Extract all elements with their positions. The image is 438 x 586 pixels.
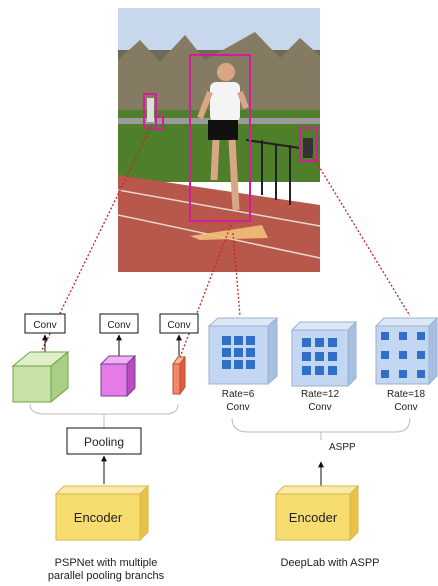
aspp-grid-rate6 xyxy=(222,336,255,369)
runner-figure xyxy=(197,63,249,211)
aspp-conv-label-2: Conv xyxy=(308,402,331,413)
aspp-rate-label-1: Rate=6 xyxy=(222,389,255,400)
psp-conv-box-3 xyxy=(159,313,199,334)
aspp-conv-label-3: Conv xyxy=(394,402,417,413)
psp-encoder-block xyxy=(54,484,150,542)
link-to-aspp-rate6 xyxy=(232,232,241,317)
psp-feature-cube-3 xyxy=(172,355,186,396)
deeplab-caption-line: DeepLab with ASPP xyxy=(280,557,380,569)
psp-conv-box-1 xyxy=(24,313,66,334)
psp-conv-box-2 xyxy=(99,313,139,334)
psp-caption: PSPNet with multiple parallel pooling br… xyxy=(24,557,188,583)
aspp-label: ASPP xyxy=(329,442,356,453)
deeplab-encoder-block xyxy=(274,484,360,542)
link-to-aspp-rate18 xyxy=(311,154,411,317)
deeplab-caption: DeepLab with ASPP xyxy=(250,557,410,570)
psp-merge-bracket xyxy=(29,403,179,415)
aspp-conv-label-1: Conv xyxy=(226,402,249,413)
aspp-merge-bracket xyxy=(231,417,411,433)
photo-lane-line xyxy=(117,189,321,227)
psp-feature-cube-2 xyxy=(99,354,137,398)
aspp-rate-label-2: Rate=12 xyxy=(301,389,340,400)
psp-pooling-label: Pooling xyxy=(84,435,124,449)
runner-photo xyxy=(117,8,321,272)
pspnet-branch: Conv Conv Conv Poolin xyxy=(11,313,199,542)
psp-pooling-box xyxy=(66,427,142,455)
deeplab-branch: Rate=6 Conv Rate=12 Conv Rate=18 Conv AS… xyxy=(207,316,438,542)
psp-conv-label-3: Conv xyxy=(167,320,190,331)
aspp-rate-label-3: Rate=18 xyxy=(387,389,426,400)
small-person-right xyxy=(303,138,313,158)
aspp-cube-rate6 xyxy=(207,316,279,386)
psp-caption-line-1: PSPNet with multiple xyxy=(54,557,158,569)
small-person-left xyxy=(147,98,154,122)
psp-caption-line-2: parallel pooling branchs xyxy=(47,570,165,582)
bbox-small-person-3 xyxy=(299,127,318,162)
bbox-small-person-1 xyxy=(143,93,157,129)
aspp-cube-rate12 xyxy=(290,320,358,388)
bbox-main-runner xyxy=(189,54,251,222)
psp-conv-label-1: Conv xyxy=(33,320,56,331)
aspp-grid-rate12 xyxy=(302,338,337,375)
bbox-small-person-2 xyxy=(155,115,164,130)
link-to-psp-cube-3 xyxy=(179,224,232,358)
psp-conv-label-2: Conv xyxy=(107,320,130,331)
aspp-cube-rate18 xyxy=(374,316,438,386)
deeplab-encoder-label: Encoder xyxy=(289,510,338,525)
psp-encoder-label: Encoder xyxy=(74,510,123,525)
psp-feature-cube-1 xyxy=(11,350,70,404)
aspp-grid-rate18 xyxy=(381,332,425,378)
pixel-region-highlight xyxy=(190,225,268,240)
